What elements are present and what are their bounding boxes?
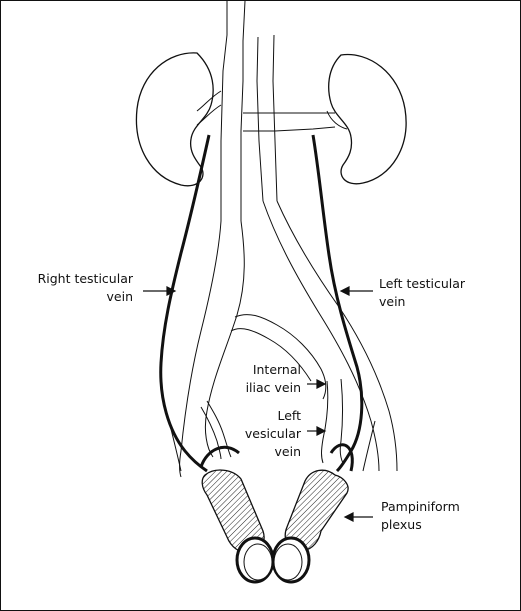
label-right-testicular-vein: Right testicular vein xyxy=(38,271,134,304)
left-plexus-arc xyxy=(329,443,354,472)
label-left-vesicular-vein-line-3: vein xyxy=(275,444,301,459)
right-testicular-vein xyxy=(159,134,211,473)
arrow-left-testicular-vein xyxy=(339,286,373,296)
label-left-testicular-vein: Left testicular vein xyxy=(379,276,466,309)
arrow-right-testicular-vein xyxy=(143,286,177,296)
label-left-testicular-vein-line-2: vein xyxy=(379,294,405,309)
left-testicular-vein xyxy=(311,134,364,473)
right-testis xyxy=(235,536,275,584)
label-right-testicular-vein-line-2: vein xyxy=(107,289,133,304)
label-right-testicular-vein-line-1: Right testicular xyxy=(38,271,134,286)
right-kidney xyxy=(135,52,214,187)
label-left-vesicular-vein: Left vesicular vein xyxy=(245,408,302,459)
label-internal-iliac-vein: Internal iliac vein xyxy=(246,362,301,395)
left-kidney xyxy=(328,53,407,185)
label-internal-iliac-vein-line-1: Internal xyxy=(253,362,301,377)
label-pampiniform-plexus: Pampiniform plexus xyxy=(381,499,460,532)
left-testis xyxy=(271,536,311,584)
right-plexus-arc xyxy=(199,445,240,468)
label-left-vesicular-vein-line-2: vesicular xyxy=(245,426,302,441)
arrow-left-vesicular-vein xyxy=(307,426,327,436)
label-pampiniform-plexus-line-1: Pampiniform xyxy=(381,499,460,514)
label-left-vesicular-vein-line-1: Left xyxy=(277,408,301,423)
arrows xyxy=(143,286,373,522)
vena-cava xyxy=(220,1,278,221)
arrow-pampiniform-plexus xyxy=(343,512,373,522)
label-pampiniform-plexus-line-2: plexus xyxy=(381,517,422,532)
label-left-testicular-vein-line-1: Left testicular xyxy=(379,276,466,291)
label-internal-iliac-vein-line-2: iliac vein xyxy=(246,380,301,395)
arrow-internal-iliac-vein xyxy=(307,379,327,389)
renal-veins xyxy=(196,90,348,132)
